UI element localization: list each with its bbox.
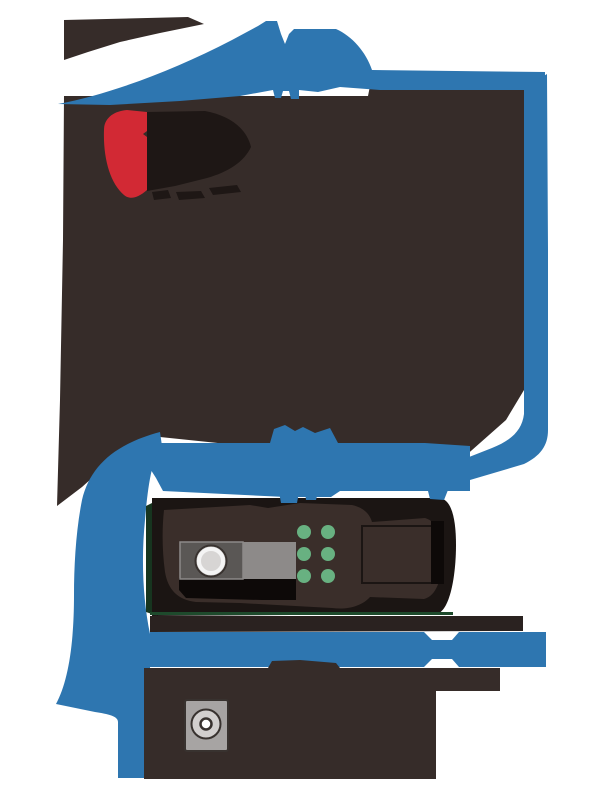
- dimension-arrow-middle: [149, 425, 470, 497]
- brand-logo-emblem: [147, 111, 251, 191]
- fiber-module-side-plate: [243, 542, 296, 579]
- led-indicator: [321, 569, 335, 583]
- ethernet-port-shadow: [431, 521, 444, 584]
- pcb-edge-line: [150, 612, 453, 615]
- top-view-housing: [57, 86, 527, 506]
- logo-text-blob: [152, 185, 241, 200]
- dimension-arrow-top: [58, 21, 545, 105]
- top-label-blob: [64, 17, 204, 60]
- ethernet-port: [361, 525, 433, 584]
- rear-panel: [144, 660, 500, 779]
- front-panel-shadow: [150, 616, 523, 632]
- led-indicator: [297, 525, 311, 539]
- fiber-module-recess: [179, 578, 296, 600]
- led-indicator: [321, 547, 335, 561]
- dimension-label-blob-middle: [279, 490, 448, 503]
- dimension-leader-left: [56, 432, 162, 778]
- fiber-connector-ring: [197, 547, 225, 575]
- brand-logo-red: [103, 110, 147, 198]
- dimension-arrow-bottom: [150, 632, 546, 667]
- dimension-arrow-right: [436, 74, 548, 491]
- led-indicator: [321, 525, 335, 539]
- led-indicator: [297, 547, 311, 561]
- dc-jack-pin: [199, 717, 213, 731]
- led-indicator: [297, 569, 311, 583]
